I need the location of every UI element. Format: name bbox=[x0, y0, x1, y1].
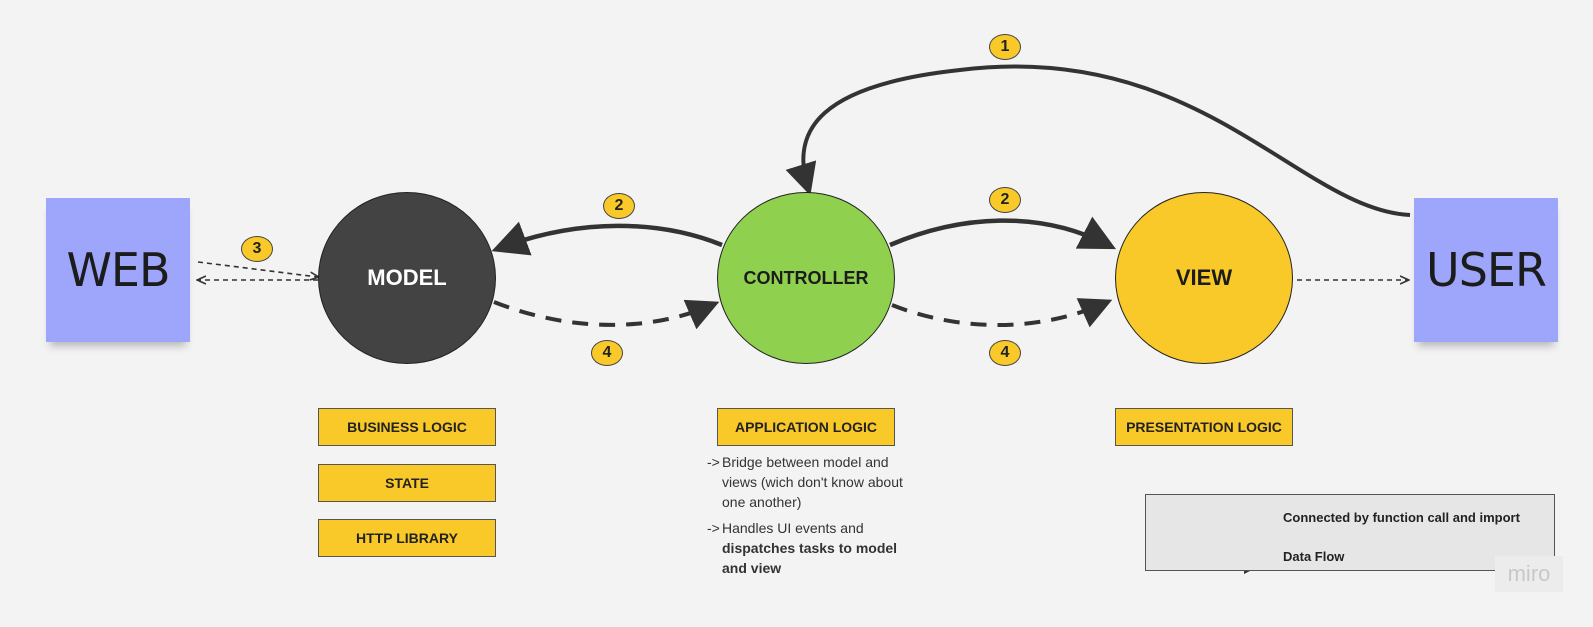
note-handles: -> Handles UI events and dispatches task… bbox=[707, 520, 898, 576]
legend-dashed-label: Data Flow bbox=[1283, 549, 1345, 564]
sticky-user[interactable]: USER bbox=[1414, 198, 1558, 342]
node-model[interactable]: MODEL bbox=[318, 192, 496, 364]
node-view[interactable]: VIEW bbox=[1115, 192, 1293, 364]
tag-http-library[interactable]: HTTP LIBRARY bbox=[318, 519, 496, 557]
badge-step-2-model: 2 bbox=[603, 193, 635, 219]
sticky-web[interactable]: WEB bbox=[46, 198, 190, 342]
arrow-controller-to-view bbox=[889, 216, 1117, 250]
tag-presentation-logic[interactable]: PRESENTATION LOGIC bbox=[1115, 408, 1293, 446]
dataflow-controller-to-view bbox=[891, 298, 1113, 328]
badge-step-1: 1 bbox=[989, 34, 1021, 60]
note-bridge: -> Bridge between model and views (wich … bbox=[707, 454, 903, 510]
tag-state[interactable]: STATE bbox=[318, 464, 496, 502]
controller-notes: -> Bridge between model and views (wich … bbox=[707, 452, 907, 584]
badge-step-2-view: 2 bbox=[989, 187, 1021, 213]
node-controller[interactable]: CONTROLLER bbox=[717, 192, 895, 364]
node-model-label: MODEL bbox=[367, 265, 447, 290]
node-controller-label: CONTROLLER bbox=[743, 267, 869, 288]
node-view-label: VIEW bbox=[1175, 265, 1233, 290]
sticky-web-label: WEB bbox=[66, 243, 170, 297]
miro-watermark: miro bbox=[1495, 556, 1563, 592]
badge-step-4-view: 4 bbox=[989, 340, 1021, 366]
badge-step-3: 3 bbox=[241, 236, 273, 262]
dataflow-model-to-controller bbox=[493, 299, 720, 330]
tag-application-logic[interactable]: APPLICATION LOGIC bbox=[717, 408, 895, 446]
arrow-controller-to-model bbox=[491, 221, 723, 256]
legend bbox=[1145, 494, 1555, 571]
sticky-user-label: USER bbox=[1426, 243, 1547, 297]
legend-solid-label: Connected by function call and import bbox=[1283, 510, 1520, 525]
tag-business-logic[interactable]: BUSINESS LOGIC bbox=[318, 408, 496, 446]
badge-step-4-controller: 4 bbox=[591, 340, 623, 366]
arrow-user-to-controller bbox=[785, 64, 1411, 217]
dataflow-web-to-model bbox=[197, 261, 318, 277]
